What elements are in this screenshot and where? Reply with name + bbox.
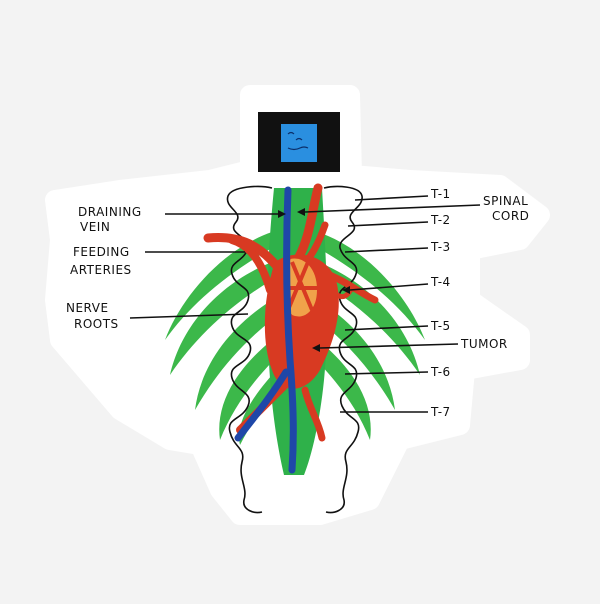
label-spinal-cord-1: SPINAL bbox=[483, 194, 528, 208]
label-t3: T-3 bbox=[430, 240, 451, 254]
label-tumor: TUMOR bbox=[460, 337, 508, 351]
label-feeding-arteries-1: FEEDING bbox=[73, 245, 130, 259]
vertebrae-outline-right bbox=[323, 185, 363, 514]
label-t7: T-7 bbox=[430, 405, 451, 419]
label-draining-vein-1: DRAINING bbox=[78, 205, 142, 219]
label-t5: T-5 bbox=[430, 319, 451, 333]
leader-lines bbox=[129, 195, 481, 413]
monitor-icon bbox=[258, 112, 340, 172]
label-nerve-roots-1: NERVE bbox=[66, 301, 109, 315]
label-t1: T-1 bbox=[430, 187, 451, 201]
label-t4: T-4 bbox=[430, 275, 451, 289]
label-feeding-arteries-2: ARTERIES bbox=[70, 263, 132, 277]
label-t2: T-2 bbox=[430, 213, 451, 227]
label-draining-vein-2: VEIN bbox=[80, 220, 110, 234]
vertebrae-outline-left bbox=[226, 185, 273, 514]
label-spinal-cord-2: CORD bbox=[492, 209, 529, 223]
draining-vein bbox=[234, 186, 297, 474]
label-t6: T-6 bbox=[430, 365, 451, 379]
label-nerve-roots-2: ROOTS bbox=[74, 317, 119, 331]
